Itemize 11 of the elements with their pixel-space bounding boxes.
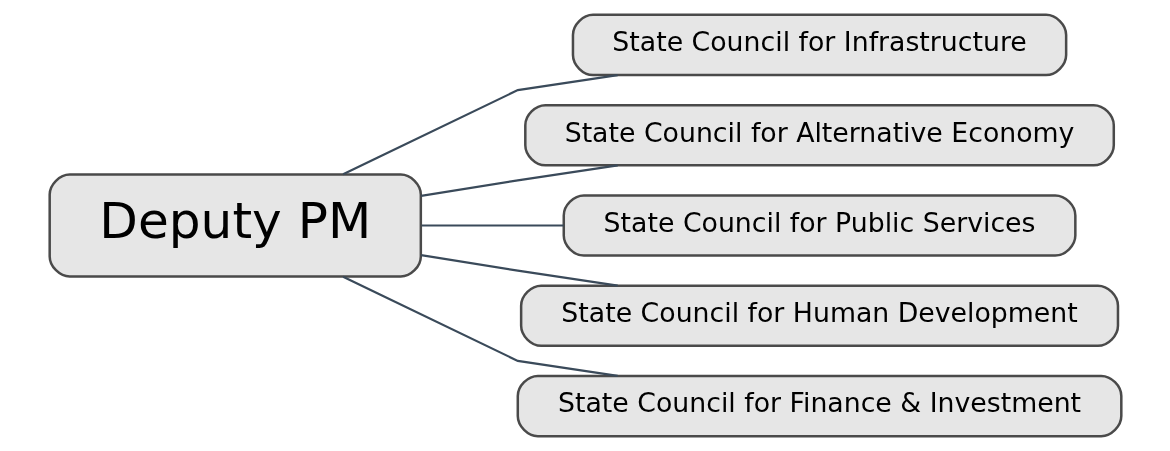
node-box: State Council for Human Development (519, 284, 1119, 348)
connector (342, 73, 618, 176)
node-box: State Council for Infrastructure (571, 13, 1067, 77)
connector (421, 224, 564, 227)
node-box: Deputy PM (47, 173, 422, 278)
node-box: State Council for Finance & Investment (516, 374, 1123, 438)
node-box: State Council for Alternative Economy (523, 103, 1115, 167)
connector (420, 254, 618, 287)
node-box: State Council for Public Services (562, 194, 1077, 257)
connector (420, 164, 618, 197)
connector (342, 275, 618, 378)
